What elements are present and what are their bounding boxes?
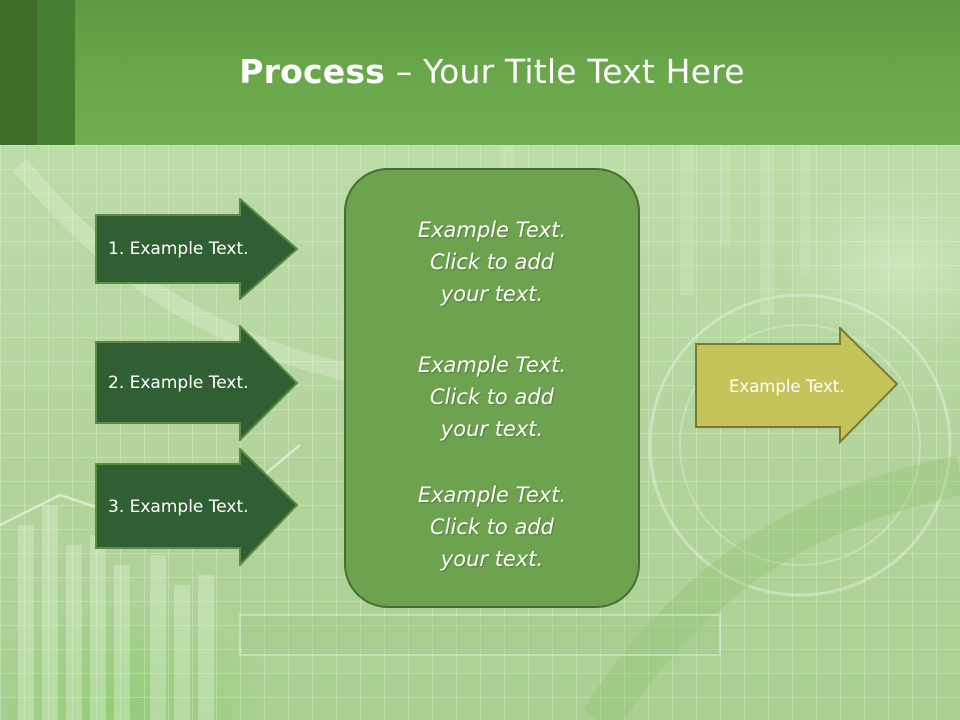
slide-title[interactable]: Process – Your Title Text Here bbox=[0, 52, 960, 91]
result-label: Example Text. bbox=[729, 376, 845, 396]
center-line: Click to add bbox=[429, 250, 554, 274]
result-arrow[interactable]: Example Text. bbox=[695, 325, 900, 445]
step-label: 3. Example Text. bbox=[108, 497, 249, 517]
center-line: your text. bbox=[440, 417, 544, 441]
header-accent-bar-dark bbox=[0, 0, 37, 145]
center-line: Example Text. bbox=[417, 353, 567, 377]
arrow-shape bbox=[95, 446, 299, 568]
step-label: 1. Example Text. bbox=[108, 239, 249, 259]
arrow-shape bbox=[95, 196, 299, 302]
step-arrow-1[interactable]: 1. Example Text. bbox=[95, 196, 300, 302]
center-line: Example Text. bbox=[417, 483, 567, 507]
center-line: your text. bbox=[440, 282, 544, 306]
center-line: your text. bbox=[440, 547, 544, 571]
center-line: Example Text. bbox=[417, 218, 567, 242]
title-bold: Process bbox=[239, 52, 386, 91]
arrow-shape bbox=[95, 323, 299, 443]
title-rest: – Your Title Text Here bbox=[385, 52, 745, 91]
header-band: Process – Your Title Text Here bbox=[0, 0, 960, 145]
center-line: Click to add bbox=[429, 515, 554, 539]
center-line: Click to add bbox=[429, 385, 554, 409]
center-text-block-1: Example Text. Click to add your text. bbox=[346, 214, 638, 310]
arrow-shape bbox=[695, 325, 899, 445]
step-label: 2. Example Text. bbox=[108, 373, 249, 393]
center-text-block-2: Example Text. Click to add your text. bbox=[346, 349, 638, 445]
center-text-block-3: Example Text. Click to add your text. bbox=[346, 479, 638, 575]
step-arrow-3[interactable]: 3. Example Text. bbox=[95, 446, 300, 568]
step-arrow-2[interactable]: 2. Example Text. bbox=[95, 323, 300, 443]
center-text-box[interactable]: Example Text. Click to add your text. Ex… bbox=[344, 168, 640, 608]
